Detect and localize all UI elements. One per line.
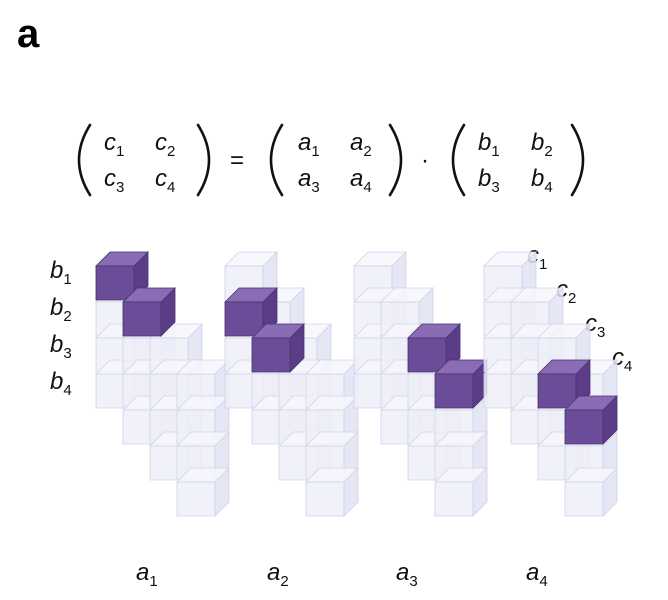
- b4-row-label: b4: [50, 368, 72, 399]
- highlighted-cube-a3-2: [434, 359, 488, 409]
- slice-a3: [353, 251, 488, 517]
- b1-entry: b1: [478, 129, 500, 160]
- highlighted-cube-a2-1-front: [224, 301, 264, 337]
- cube-a1-r3-c3-front: [176, 481, 216, 517]
- b3-entry: b3: [478, 165, 500, 196]
- paren-c-right: [196, 123, 211, 197]
- b3-row-label: b3: [50, 331, 72, 362]
- cube-a3-r3-c3: [434, 467, 488, 517]
- equals-sign: =: [230, 147, 244, 174]
- paren-b-right: [570, 123, 585, 197]
- cube-a1-r3-c3: [176, 467, 230, 517]
- highlighted-cube-a4-2: [564, 395, 618, 445]
- highlighted-cube-a1-2-front: [122, 301, 162, 337]
- slice-a1: [95, 251, 230, 517]
- highlighted-cube-a2-2-front: [251, 337, 291, 373]
- highlighted-cube-a1-1-front: [95, 265, 135, 301]
- panel-label: a: [17, 12, 40, 56]
- cube-a2-r3-c3: [305, 467, 359, 517]
- a4-entry: a4: [350, 165, 372, 196]
- paren-a-right: [388, 123, 403, 197]
- a3-entry: a3: [298, 165, 320, 196]
- c2-entry: c2: [155, 129, 175, 160]
- a1-entry: a1: [298, 129, 320, 160]
- b4-entry: b4: [531, 165, 553, 196]
- cube-a4-r3-c3: [564, 467, 618, 517]
- paren-c-left: [77, 123, 92, 197]
- a2-entry: a2: [350, 129, 372, 160]
- highlighted-cube-a2-1: [224, 287, 278, 337]
- a2-slice-label: a2: [267, 559, 289, 590]
- cube-a2-r3-c3-front: [305, 481, 345, 517]
- paren-a-left: [269, 123, 284, 197]
- highlighted-cube-a2-2: [251, 323, 305, 373]
- highlighted-cube-a1-2: [122, 287, 176, 337]
- b2-row-label: b2: [50, 294, 72, 325]
- highlighted-cube-a4-2-front: [564, 409, 604, 445]
- c4-entry: c4: [155, 165, 175, 196]
- a1-slice-label: a1: [136, 559, 158, 590]
- dot-operator: ·: [421, 147, 429, 174]
- paren-b-left: [451, 123, 466, 197]
- c1-entry: c1: [104, 129, 124, 160]
- cube-a3-r3-c3-front: [434, 481, 474, 517]
- slice-a2: [224, 251, 359, 517]
- a3-slice-label: a3: [396, 559, 418, 590]
- b1-row-label: b1: [50, 257, 72, 288]
- b2-entry: b2: [531, 129, 553, 160]
- a4-slice-label: a4: [526, 559, 548, 590]
- c3-entry: c3: [104, 165, 124, 196]
- slice-a4: [483, 251, 618, 517]
- highlighted-cube-a4-1-front: [537, 373, 577, 409]
- highlighted-cube-a3-2-front: [434, 373, 474, 409]
- cube-a3-r0-c0: [353, 251, 407, 301]
- highlighted-cube-a3-1-front: [407, 337, 447, 373]
- cube-a4-r3-c3-front: [564, 481, 604, 517]
- tensor-slices: [95, 251, 618, 517]
